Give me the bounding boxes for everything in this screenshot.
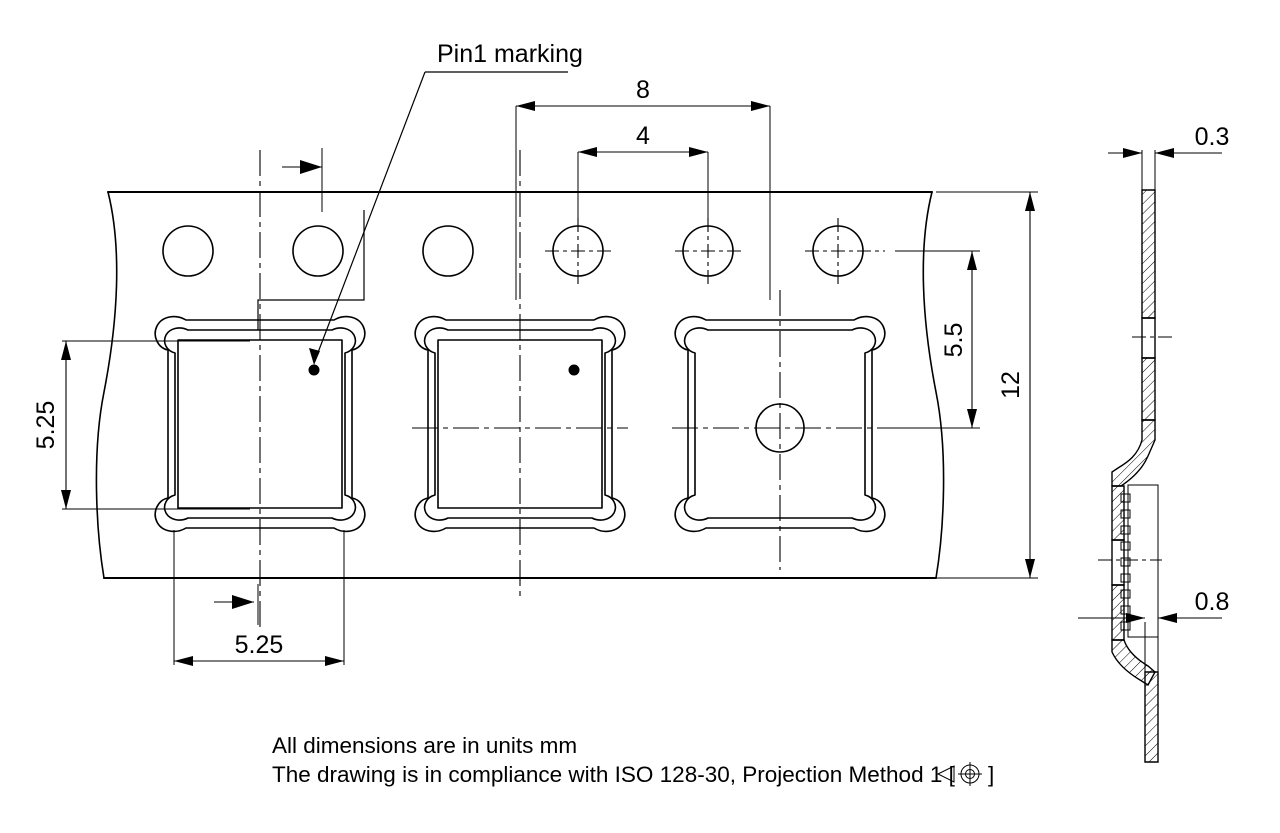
section-upper-flange-lower — [1141, 357, 1156, 421]
lead-tooth — [1120, 525, 1131, 535]
pocket-outer-contour — [414, 315, 626, 533]
pocket-outer-contour — [154, 315, 366, 533]
section-upper-flange — [1141, 189, 1156, 319]
section-lead-teeth — [1120, 493, 1131, 631]
dimension-arrowhead-right — [751, 101, 770, 111]
dimension-arrowhead-right — [1158, 613, 1177, 623]
dimension-tape-width-12: 12 — [936, 191, 1038, 579]
note-units: All dimensions are in units mm — [272, 733, 577, 758]
lead-tooth — [1120, 573, 1131, 583]
pin1-marking-label: Pin1 marking — [437, 40, 583, 68]
lead-tooth — [1120, 557, 1131, 567]
lead-tooth — [1120, 621, 1131, 631]
pocket-2 — [412, 150, 628, 600]
pocket-1 — [154, 150, 366, 630]
sprocket-hole — [422, 225, 474, 277]
dimension-arrowhead-left — [516, 101, 535, 111]
lead-tooth — [1120, 541, 1131, 551]
pin1-marking-dot — [308, 364, 320, 376]
pin1-leader-line — [313, 71, 426, 364]
section-upper-flange-break — [1141, 317, 1156, 359]
dimension-arrowhead-right — [325, 656, 344, 666]
top-view-group: Pin1 marking 8 4 5.25 — [32, 40, 1038, 666]
dimension-value-8: 8 — [636, 76, 650, 104]
dimension-arrowhead-right — [689, 147, 708, 157]
lead-tooth — [1120, 605, 1131, 615]
section-pocket-wall-lower — [1111, 584, 1125, 641]
lead-tooth — [1120, 509, 1131, 519]
dimension-value-0p3: 0.3 — [1195, 123, 1230, 151]
iso-projection-method-1-symbol — [936, 762, 982, 786]
dimension-value-5p25-horizontal: 5.25 — [235, 631, 284, 659]
dimension-pocket-depth-0p8: 0.8 — [1078, 588, 1229, 690]
dimension-value-12: 12 — [997, 371, 1025, 399]
dimension-arrowhead-bottom — [1025, 559, 1035, 578]
dimension-pocket-height-5p25: 5.25 — [32, 340, 250, 510]
tape-right-break-line — [922, 191, 945, 579]
pin1-marking-dot — [568, 364, 580, 376]
dimension-value-0p8: 0.8 — [1195, 588, 1230, 616]
note-standard: The drawing is in compliance with ISO 12… — [272, 762, 956, 787]
pin1-leader-arrowhead — [309, 348, 320, 365]
dimension-tape-thickness-0p3: 0.3 — [1108, 123, 1229, 196]
dimension-arrowhead-top — [967, 251, 977, 270]
offset-arrowhead-bottom — [232, 595, 254, 609]
sprocket-hole — [292, 225, 344, 277]
dimension-sprocket-pitch-4: 4 — [577, 122, 709, 228]
side-section-view-group: 0.3 0.8 — [1078, 123, 1229, 763]
pin1-leader-step — [257, 210, 365, 330]
section-pocket-cavity — [1127, 484, 1159, 638]
dimension-arrowhead-top — [61, 341, 71, 360]
dimension-pocket-pitch-8: 8 — [515, 76, 771, 300]
section-pocket-wall-mid — [1111, 539, 1125, 586]
sprocket-hole-row — [162, 225, 864, 277]
dimension-arrowhead-left — [1123, 148, 1142, 158]
dimension-arrowhead-left — [578, 147, 597, 157]
dimension-value-5p5: 5.5 — [940, 323, 968, 358]
dimension-arrowhead-right — [1155, 148, 1174, 158]
dimension-sprocket-to-center-5p5: 5.5 — [895, 250, 980, 429]
dimension-arrowhead-left — [174, 656, 193, 666]
section-body — [1098, 189, 1172, 763]
dimension-value-4: 4 — [636, 122, 650, 150]
pocket-3 — [672, 290, 900, 570]
offset-arrowhead-top — [300, 160, 322, 174]
dimension-arrowhead-top — [1025, 192, 1035, 211]
dimension-value-5p25-vertical: 5.25 — [32, 401, 60, 450]
section-lower-flange — [1144, 671, 1159, 763]
pocket-inner-contour — [423, 327, 617, 521]
dimension-arrowhead-bottom — [61, 490, 71, 509]
dimension-arrowhead-bottom — [967, 409, 977, 428]
tape-left-break-line — [95, 191, 118, 579]
lead-tooth — [1120, 493, 1131, 503]
note-standard-close: ] — [988, 762, 994, 787]
pocket-outer-contour — [674, 315, 886, 533]
section-upper-shoulder — [1111, 419, 1156, 487]
pin1-callout: Pin1 marking — [257, 40, 583, 365]
dimension-pocket-width-5p25: 5.25 — [173, 530, 345, 666]
sprocket-centerlines — [545, 218, 885, 284]
notes-block: All dimensions are in units mm The drawi… — [272, 733, 994, 787]
sprocket-hole — [162, 225, 214, 277]
dimension-arrowhead-left — [1126, 613, 1145, 623]
lead-tooth — [1120, 589, 1131, 599]
pocket-inner-contour — [683, 327, 877, 521]
pocket-inner-contour — [163, 327, 357, 521]
offset-indicator-arrows — [214, 148, 323, 625]
